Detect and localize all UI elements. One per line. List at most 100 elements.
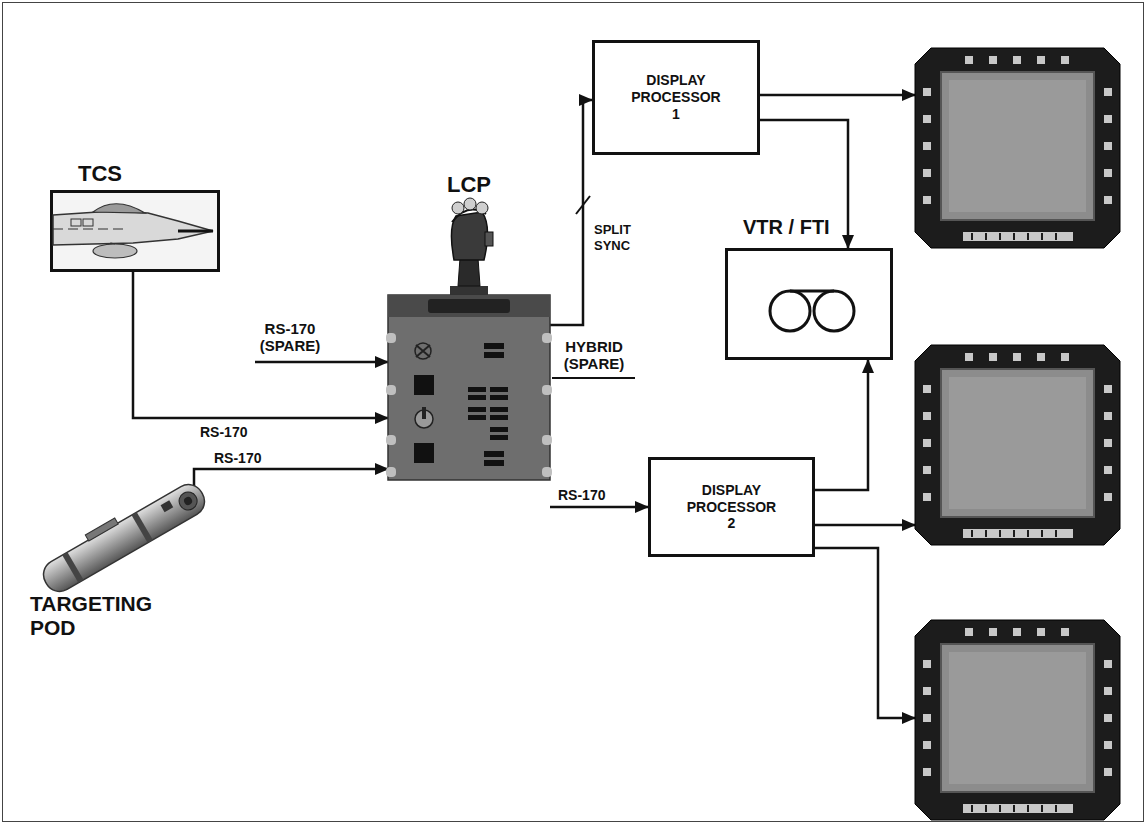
display-button	[1013, 56, 1021, 64]
aircraft-nose-illustration-part	[53, 211, 213, 245]
control-panel-illustration-part	[386, 467, 396, 477]
display-control-tick	[1055, 233, 1057, 240]
signal-label: RS-170 (SPARE)	[250, 320, 330, 354]
connector-label: RS-170	[556, 487, 607, 503]
camera-unit: TCS	[50, 160, 220, 272]
display-button	[923, 493, 931, 501]
control-panel-illustration-part	[428, 299, 510, 313]
display-button	[923, 660, 931, 668]
display-control-strip	[963, 804, 1073, 813]
control-panel-illustration-part	[484, 343, 504, 349]
display-control-tick	[1041, 530, 1043, 537]
connector-label: SPLIT SYNC	[592, 222, 646, 254]
recorder-frame	[725, 248, 893, 360]
aircraft-nose-illustration-part	[53, 193, 217, 269]
control-panel-illustration-part	[468, 387, 486, 392]
display-screen-glow	[949, 377, 1086, 509]
display-button	[923, 196, 931, 204]
display-button	[1104, 687, 1112, 695]
display-button	[989, 628, 997, 636]
display-wire	[815, 548, 915, 718]
joystick-illustration-part	[464, 198, 476, 210]
display-button	[923, 142, 931, 150]
display-button	[923, 466, 931, 474]
control-panel-illustration-part	[490, 387, 508, 392]
display-control-tick	[971, 233, 973, 240]
joystick-illustration-part	[452, 202, 464, 214]
display-control-tick	[1055, 530, 1057, 537]
display-screen	[941, 644, 1094, 792]
processor-box: DISPLAY PROCESSOR 1	[592, 40, 760, 155]
display-button	[923, 714, 931, 722]
joystick-illustration-part	[485, 232, 493, 246]
display-button	[1104, 88, 1112, 96]
control-panel-illustration-part	[416, 345, 430, 357]
control-panel-illustration-part	[414, 375, 434, 395]
targeting-pod-illustration	[22, 478, 227, 590]
targeting-pod-illustration-part	[35, 474, 210, 597]
control-panel-illustration-part	[542, 435, 552, 445]
display-control-tick	[971, 530, 973, 537]
targeting-pod-illustration-part	[85, 518, 118, 541]
signal-connector	[194, 469, 388, 488]
targeting-pod-illustration-part	[161, 500, 174, 512]
aircraft-nose-illustration-part	[93, 244, 137, 258]
display-control-tick	[999, 805, 1001, 812]
display-control-tick	[985, 233, 987, 240]
control-panel-illustration	[388, 295, 550, 480]
aircraft-nose-illustration-part	[93, 204, 145, 213]
signal-connector	[815, 360, 868, 490]
display-screen-glow	[949, 80, 1086, 212]
control-panel-illustration-part	[386, 385, 396, 395]
recorder-unit: VTR / FTI	[725, 212, 893, 360]
control-panel-unit: LCP	[385, 172, 553, 480]
control-panel-illustration-part	[386, 333, 396, 343]
aircraft-nose-illustration-part	[108, 243, 115, 244]
display-button	[1037, 628, 1045, 636]
control-panel-illustration-part	[386, 435, 396, 445]
display-screen	[941, 72, 1094, 220]
control-panel-illustration-part	[490, 395, 508, 400]
joystick-illustration	[388, 198, 550, 295]
display-control-tick	[1055, 805, 1057, 812]
control-panel-illustration-part	[468, 395, 486, 400]
display-button	[923, 385, 931, 393]
control-panel-illustration-part	[414, 443, 434, 463]
targeting-pod-illustration-part	[62, 552, 83, 583]
targeting-pod-illustration-part	[176, 489, 201, 514]
display-control-tick	[1041, 805, 1043, 812]
display-button	[989, 56, 997, 64]
signal-connector	[550, 506, 648, 509]
panel-frame	[388, 295, 550, 480]
display-control-strip	[963, 232, 1073, 241]
joystick-illustration-part	[458, 258, 480, 286]
joystick-illustration-part	[451, 212, 487, 260]
signal-connector	[550, 100, 592, 325]
aircraft-nose-illustration-part	[178, 230, 213, 233]
control-panel-illustration-part	[422, 407, 426, 419]
targeting-pod-illustration-part	[38, 479, 210, 597]
signal-connector	[133, 272, 388, 418]
connector-label: RS-170	[212, 450, 263, 466]
display-button	[1037, 56, 1045, 64]
display-group	[915, 48, 1120, 820]
control-panel-illustration-part	[542, 385, 552, 395]
display-control-tick	[1027, 530, 1029, 537]
control-panel-illustration-part	[542, 467, 552, 477]
display-button	[965, 628, 973, 636]
control-panel-illustration-part	[468, 415, 486, 420]
joystick-illustration-part	[450, 286, 488, 295]
display-control-strip	[963, 529, 1073, 538]
aircraft-nose-illustration-part	[53, 228, 128, 229]
control-panel-illustration-part	[490, 435, 508, 440]
display-button	[1013, 628, 1021, 636]
display-button	[989, 353, 997, 361]
tape-reel-symbol	[728, 251, 890, 357]
unit-frame	[50, 190, 220, 272]
display-control-tick	[1027, 805, 1029, 812]
display-button	[1104, 466, 1112, 474]
display-button	[923, 115, 931, 123]
display-control-tick	[999, 530, 1001, 537]
